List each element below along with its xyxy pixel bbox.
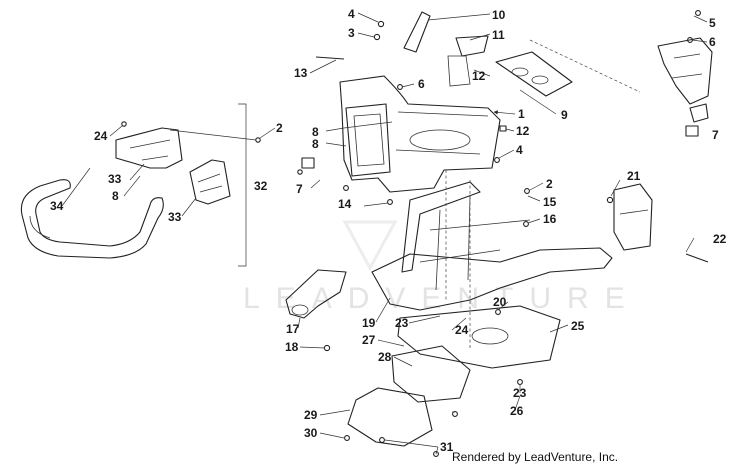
callout-8-left: 8	[112, 189, 119, 203]
callout-17: 17	[286, 322, 300, 336]
callout-29: 29	[304, 408, 318, 422]
callout-27: 27	[362, 333, 376, 347]
callout-labels: 4 3 13 6 10 11 12 9 1 12 4 8 8 7 14 2 15…	[50, 7, 727, 454]
spindle-mount-left	[285, 269, 347, 319]
skid-plate	[397, 305, 561, 369]
callout-1: 1	[518, 107, 525, 121]
callout-7-right: 7	[712, 128, 719, 142]
callout-12-top: 12	[472, 69, 486, 83]
callout-6-right: 6	[709, 35, 716, 49]
bracket-32-group	[238, 103, 247, 267]
callout-6-center: 6	[418, 77, 425, 91]
callout-23-right: 23	[513, 386, 527, 400]
front-nose-pan	[339, 75, 501, 193]
callout-34: 34	[50, 199, 64, 213]
callout-30: 30	[304, 426, 318, 440]
callout-2-right: 2	[546, 177, 553, 191]
callout-14: 14	[338, 197, 352, 211]
callout-4-mid: 4	[516, 143, 523, 157]
callout-2-left: 2	[276, 121, 283, 135]
callout-20: 20	[493, 295, 507, 309]
callout-4-top: 4	[348, 7, 355, 21]
watermark-emblem	[342, 220, 398, 272]
callout-24-left: 24	[94, 129, 108, 143]
callout-9: 9	[561, 108, 568, 122]
callout-8-upper: 8	[312, 125, 319, 139]
callout-10: 10	[492, 8, 506, 22]
bumper-bracket-left	[115, 127, 183, 169]
callout-33-upper: 33	[108, 172, 122, 186]
seal-plate	[495, 51, 573, 97]
callout-18: 18	[285, 340, 299, 354]
windshield-bracket	[403, 11, 489, 87]
callout-19: 19	[362, 316, 376, 330]
belly-pan	[347, 345, 471, 447]
callout-8-lower: 8	[312, 137, 319, 151]
render-credit: Rendered by LeadVenture, Inc.	[452, 450, 619, 464]
brand-watermark: LEADVENTURE	[243, 282, 641, 315]
callout-23-left: 23	[395, 316, 409, 330]
bumper-bracket-right	[189, 159, 231, 205]
callout-31: 31	[440, 440, 454, 454]
front-frame	[371, 170, 613, 350]
hood-bracket	[657, 37, 713, 123]
callout-24-center: 24	[455, 323, 469, 337]
leader-lines	[61, 12, 708, 455]
callout-32: 32	[254, 179, 268, 193]
callout-26: 26	[510, 404, 524, 418]
callout-25: 25	[571, 319, 585, 333]
callout-11: 11	[492, 28, 505, 42]
callout-16: 16	[543, 212, 557, 226]
callout-33-lower: 33	[168, 210, 182, 224]
callout-3: 3	[348, 26, 355, 40]
callout-21: 21	[627, 169, 641, 183]
callout-15: 15	[543, 195, 557, 209]
callout-13: 13	[294, 66, 308, 80]
callout-7-left: 7	[296, 182, 303, 196]
fasteners	[121, 10, 709, 457]
hood-bracket-link	[529, 39, 641, 93]
front-bumper	[20, 179, 164, 259]
callout-28: 28	[378, 350, 392, 364]
callout-22: 22	[713, 232, 727, 246]
callout-12-mid: 12	[516, 124, 530, 138]
spindle-mount-right	[613, 183, 653, 251]
callout-5: 5	[709, 16, 716, 30]
